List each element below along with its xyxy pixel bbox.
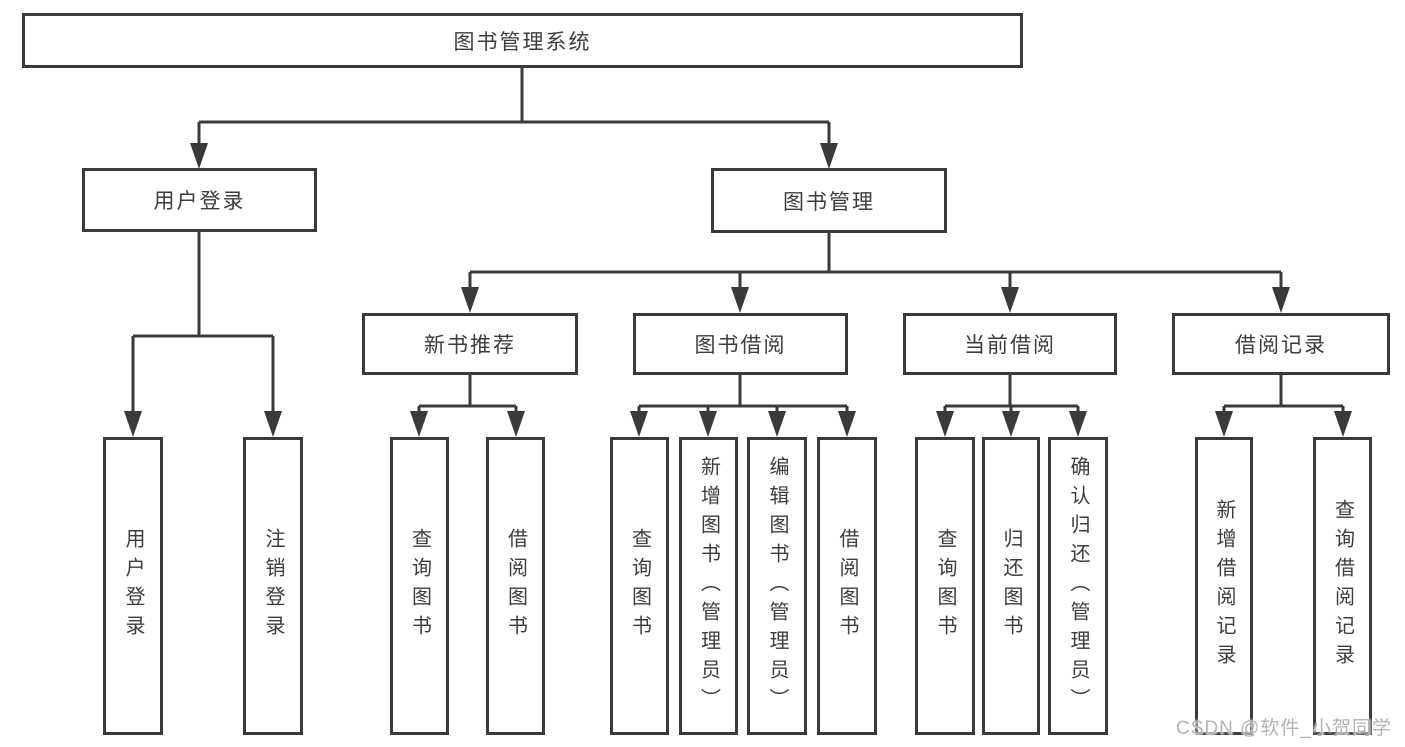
node-root-system: 图书管理系统 bbox=[22, 13, 1023, 68]
leaf-borrowing-borrow-books: 借阅图书 bbox=[817, 437, 877, 735]
node-book-borrowing: 图书借阅 bbox=[633, 313, 848, 375]
node-borrow-records-label: 借阅记录 bbox=[1235, 334, 1327, 357]
leaf-current-confirm-return-admin: 确认归还（管理员） bbox=[1048, 437, 1108, 735]
node-borrow-records: 借阅记录 bbox=[1172, 313, 1390, 375]
node-user-login: 用户登录 bbox=[82, 168, 317, 232]
connector-newbooks-to-leaves bbox=[417, 375, 518, 430]
leaf-borrowing-add-books-admin-label: 新增图书（管理员） bbox=[697, 455, 720, 717]
connector-records-to-leaves bbox=[1222, 375, 1345, 430]
leaf-borrowing-query-books-label: 查询图书 bbox=[628, 528, 651, 644]
arrowhead bbox=[1215, 411, 1233, 437]
connector-borrowing-to-leaves bbox=[637, 375, 849, 430]
leaf-borrowing-add-books-admin: 新增图书（管理员） bbox=[679, 437, 738, 735]
leaf-user-login: 用户登录 bbox=[103, 437, 163, 735]
leaf-current-query-books-label: 查询图书 bbox=[934, 528, 956, 644]
arrowhead bbox=[1272, 287, 1290, 313]
connector-userlogin-to-leaves bbox=[131, 232, 275, 430]
node-new-book-recommend: 新书推荐 bbox=[362, 313, 578, 375]
arrowhead bbox=[820, 143, 838, 169]
leaf-user-login-label: 用户登录 bbox=[122, 528, 144, 644]
arrowheads bbox=[124, 143, 1352, 437]
arrowhead bbox=[461, 287, 479, 313]
leaf-logout-label: 注销登录 bbox=[262, 528, 284, 644]
arrowhead bbox=[507, 411, 525, 437]
arrowhead bbox=[838, 411, 856, 437]
arrowhead bbox=[1334, 411, 1352, 437]
leaf-current-query-books: 查询图书 bbox=[915, 437, 975, 735]
arrowhead bbox=[190, 143, 208, 169]
arrowhead bbox=[630, 411, 648, 437]
csdn-watermark: CSDN @软件_小贺同学 bbox=[1176, 718, 1392, 739]
node-book-borrowing-label: 图书借阅 bbox=[694, 334, 787, 357]
arrowhead bbox=[768, 411, 786, 437]
leaf-newbooks-query-books-label: 查询图书 bbox=[408, 528, 431, 644]
leaf-borrowing-edit-books-admin-label: 编辑图书（管理员） bbox=[766, 455, 788, 717]
leaf-newbooks-query-books: 查询图书 bbox=[390, 437, 449, 735]
leaf-current-confirm-return-admin-label: 确认归还（管理员） bbox=[1067, 455, 1089, 717]
connector-bookmgmt-to-level3 bbox=[468, 233, 1283, 306]
arrowhead bbox=[1001, 287, 1019, 313]
arrowhead bbox=[936, 411, 954, 437]
arrowhead bbox=[264, 411, 282, 437]
leaf-newbooks-borrow-books-label: 借阅图书 bbox=[504, 528, 527, 644]
node-root-label: 图书管理系统 bbox=[453, 30, 592, 54]
leaf-newbooks-borrow-books: 借阅图书 bbox=[486, 437, 545, 735]
arrowhead bbox=[1002, 411, 1020, 437]
leaf-borrowing-borrow-books-label: 借阅图书 bbox=[836, 528, 858, 644]
arrowhead bbox=[731, 287, 749, 313]
leaf-logout: 注销登录 bbox=[243, 437, 303, 735]
leaf-current-return-books-label: 归还图书 bbox=[1000, 528, 1022, 644]
arrowhead bbox=[124, 411, 142, 437]
arrowhead bbox=[410, 411, 428, 437]
leaf-records-add-record: 新增借阅记录 bbox=[1195, 437, 1253, 735]
leaf-records-query-record-label: 查询借阅记录 bbox=[1331, 499, 1354, 673]
leaf-current-return-books: 归还图书 bbox=[982, 437, 1040, 735]
leaf-borrowing-query-books: 查询图书 bbox=[610, 437, 669, 735]
connector-root-to-level2 bbox=[197, 68, 831, 160]
node-user-login-label: 用户登录 bbox=[153, 190, 246, 213]
leaf-records-add-record-label: 新增借阅记录 bbox=[1213, 499, 1235, 673]
node-new-book-recommend-label: 新书推荐 bbox=[424, 334, 516, 357]
node-current-borrowing: 当前借阅 bbox=[903, 313, 1117, 375]
leaf-records-query-record: 查询借阅记录 bbox=[1313, 437, 1372, 735]
node-book-management-label: 图书管理 bbox=[783, 190, 875, 214]
node-book-management: 图书管理 bbox=[711, 168, 947, 233]
arrowhead bbox=[699, 411, 717, 437]
leaf-borrowing-edit-books-admin: 编辑图书（管理员） bbox=[747, 437, 807, 735]
arrowhead bbox=[1069, 411, 1087, 437]
node-current-borrowing-label: 当前借阅 bbox=[964, 334, 1056, 357]
